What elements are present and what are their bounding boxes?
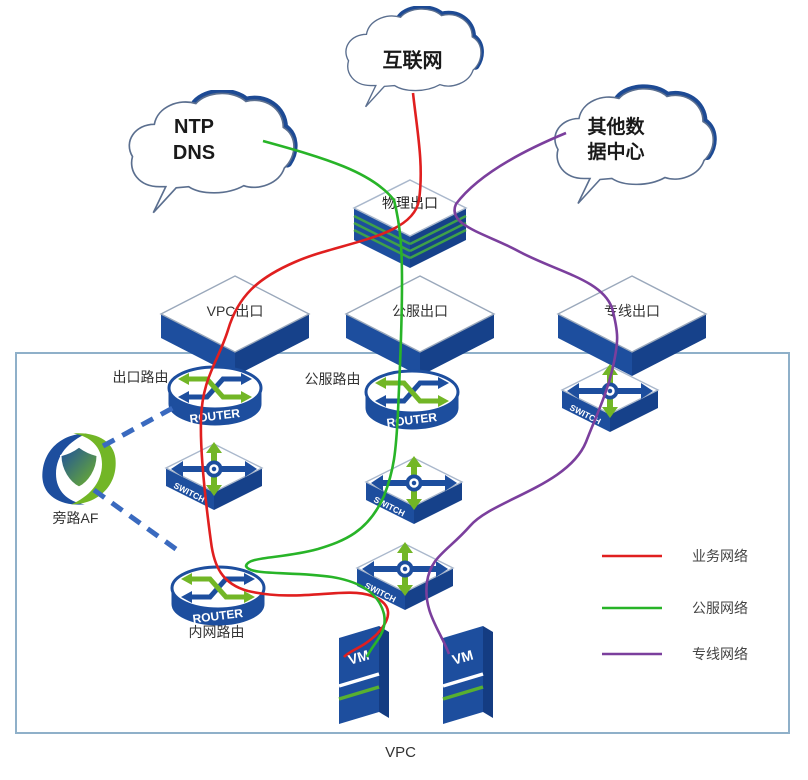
- other-datacenter-cloud-label: 其他数据中心: [587, 117, 645, 163]
- public-service-exit-label: 公服出口: [392, 303, 448, 319]
- exit-switch-icon: SWITCH: [164, 442, 264, 510]
- bypass-af-label: 旁路AF: [52, 510, 99, 526]
- legend-item-business: 业务网络: [600, 546, 748, 566]
- vm2-icon: VM: [441, 625, 495, 724]
- vpc-title: VPC: [385, 744, 416, 761]
- exit-router-icon: ROUTER: [167, 365, 263, 426]
- intranet-router-icon: ROUTER: [170, 565, 266, 626]
- legend-label-business: 业务网络: [692, 548, 748, 564]
- dedicated-switch-icon: SWITCH: [560, 364, 660, 432]
- internet-cloud-label: 互联网: [382, 50, 443, 72]
- legend-label-dedicated: 专线网络: [692, 646, 748, 662]
- legend-item-public: 公服网络: [600, 598, 748, 618]
- business-line-swatch: [602, 554, 662, 558]
- bypass-af-icon: [42, 433, 116, 505]
- physical-exit-node: 物理出口: [352, 179, 468, 268]
- dedicated-line-swatch: [602, 652, 662, 656]
- core-switch-icon: SWITCH: [355, 542, 455, 610]
- public-switch-icon: SWITCH: [364, 456, 464, 524]
- vm1-icon: VM: [337, 625, 391, 724]
- dedicated-line-exit-label: 专线出口: [604, 303, 660, 319]
- physical-exit-label: 物理出口: [382, 195, 438, 211]
- internet-cloud-icon: [345, 6, 484, 108]
- legend-label-public: 公服网络: [692, 600, 748, 616]
- public-line-swatch: [602, 606, 662, 610]
- intranet-router-label: 内网路由: [188, 624, 245, 640]
- public-service-router-icon: ROUTER: [364, 369, 460, 430]
- legend-item-dedicated: 专线网络: [600, 644, 748, 664]
- exit-router-label: 出口路由: [112, 369, 169, 385]
- ntp-dns-cloud-label: NTP DNS: [172, 116, 216, 164]
- public-service-router-label: 公服路由: [304, 371, 361, 387]
- vpc-exit-label: VPC出口: [207, 303, 264, 319]
